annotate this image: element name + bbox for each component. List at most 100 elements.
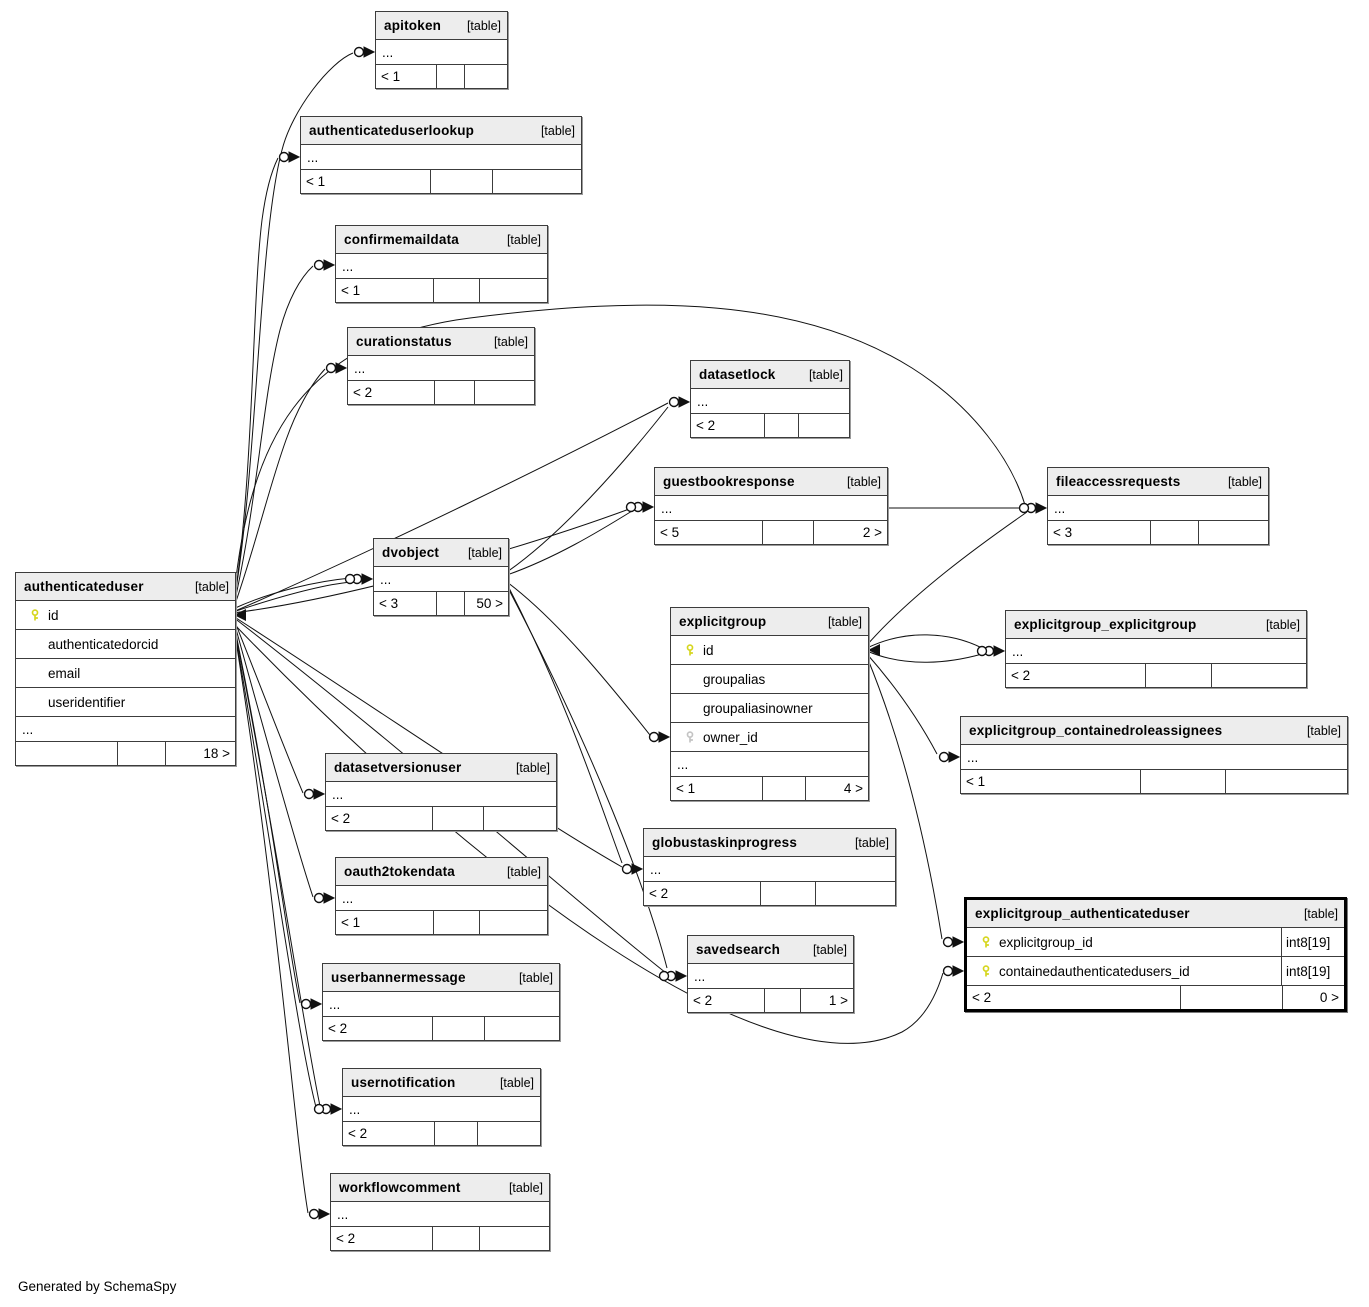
column-row: authenticatedorcid — [16, 629, 235, 658]
columns-ellipsis: ... — [336, 885, 547, 910]
table-globustaskinprogress[interactable]: globustaskinprogress[table] ... < 2 — [643, 828, 896, 906]
columns-ellipsis: ... — [644, 856, 895, 881]
columns-ellipsis: ... — [691, 388, 849, 413]
column-name: groupalias — [703, 671, 766, 687]
table-name[interactable]: globustaskinprogress — [652, 835, 798, 850]
table-header: authenticateduserlookup[table] — [301, 117, 581, 144]
table-footer: < 2 — [331, 1226, 549, 1250]
table-badge: [table] — [1303, 906, 1338, 921]
columns-ellipsis: ... — [326, 781, 556, 806]
table-name[interactable]: datasetlock — [699, 367, 776, 382]
table-name[interactable]: savedsearch — [696, 942, 781, 957]
table-explicitgroup-containedroleassignees[interactable]: explicitgroup_containedroleassignees [tab… — [960, 716, 1348, 794]
table-datasetlock[interactable]: datasetlock[table] ... < 2 — [690, 360, 850, 438]
table-header: apitoken [table] — [376, 12, 507, 39]
table-curationstatus[interactable]: curationstatus[table] ... < 2 — [347, 327, 535, 405]
table-header: dvobject [table] — [374, 539, 508, 566]
columns-ellipsis: ... — [961, 744, 1347, 769]
table-header: confirmemaildata[table] — [336, 226, 547, 253]
primary-key-icon — [677, 643, 703, 658]
column-name: email — [48, 665, 81, 681]
column-row: groupaliasinowner — [671, 693, 868, 722]
table-badge: [table] — [508, 1180, 543, 1195]
table-fileaccessrequests[interactable]: fileaccessrequests[table] ... < 3 — [1047, 467, 1269, 545]
table-confirmemaildata[interactable]: confirmemaildata[table] ... < 1 — [335, 225, 548, 303]
column-name: owner_id — [703, 729, 758, 745]
table-authenticateduserlookup[interactable]: authenticateduserlookup[table] ... < 1 — [300, 116, 582, 194]
table-name[interactable]: oauth2tokendata — [344, 864, 456, 879]
table-header: datasetlock[table] — [691, 361, 849, 388]
table-badge: [table] — [466, 18, 501, 33]
table-workflowcomment[interactable]: workflowcomment [table] ... < 2 — [330, 1173, 550, 1251]
table-footer: < 3 — [1048, 520, 1268, 544]
table-header: explicitgroup_authenticateduser [table] — [967, 900, 1344, 927]
table-header: workflowcomment [table] — [331, 1174, 549, 1201]
table-header: globustaskinprogress[table] — [644, 829, 895, 856]
columns-ellipsis: ... — [336, 253, 547, 278]
table-badge: [table] — [812, 942, 847, 957]
table-name[interactable]: apitoken — [384, 18, 442, 33]
table-name[interactable]: userbannermessage — [331, 970, 466, 985]
table-badge: [table] — [506, 864, 541, 879]
table-userbannermessage[interactable]: userbannermessage[table] ... < 2 — [322, 963, 560, 1041]
table-badge: [table] — [515, 760, 550, 775]
table-header: userbannermessage[table] — [323, 964, 559, 991]
column-row: id — [16, 600, 235, 629]
table-badge: [table] — [827, 614, 862, 629]
table-name[interactable]: confirmemaildata — [344, 232, 459, 247]
table-badge: [table] — [1306, 723, 1341, 738]
table-footer: < 2 — [343, 1121, 540, 1145]
table-header: guestbookresponse[table] — [655, 468, 887, 495]
table-footer: < 2 — [323, 1016, 559, 1040]
table-footer: < 2 — [691, 413, 849, 437]
column-name: id — [703, 642, 714, 658]
table-name[interactable]: explicitgroup_containedroleassignees — [969, 723, 1223, 738]
table-name[interactable]: curationstatus — [356, 334, 452, 349]
table-name[interactable]: datasetversionuser — [334, 760, 462, 775]
table-explicitgroup[interactable]: explicitgroup [table] id groupalias group… — [670, 607, 869, 801]
table-badge: [table] — [467, 545, 502, 560]
columns-ellipsis: ... — [323, 991, 559, 1016]
column-name: useridentifier — [48, 694, 126, 710]
table-badge: [table] — [499, 1075, 534, 1090]
column-row: useridentifier — [16, 687, 235, 716]
table-name[interactable]: explicitgroup_explicitgroup — [1014, 617, 1197, 632]
table-name[interactable]: fileaccessrequests — [1056, 474, 1181, 489]
columns-ellipsis: ... — [348, 355, 534, 380]
table-explicitgroup-explicitgroup[interactable]: explicitgroup_explicitgroup[table] ... <… — [1005, 610, 1307, 688]
columns-ellipsis: ... — [301, 144, 581, 169]
table-badge: [table] — [493, 334, 528, 349]
columns-ellipsis: ... — [331, 1201, 549, 1226]
table-footer: < 1 — [336, 278, 547, 302]
table-header: authenticateduser [table] — [16, 573, 235, 600]
table-usernotification[interactable]: usernotification[table] ... < 2 — [342, 1068, 541, 1146]
table-name[interactable]: guestbookresponse — [663, 474, 795, 489]
table-name[interactable]: authenticateduserlookup — [309, 123, 475, 138]
table-name[interactable]: workflowcomment — [339, 1180, 461, 1195]
columns-ellipsis: ... — [655, 495, 887, 520]
columns-ellipsis: ... — [16, 716, 235, 741]
table-authenticateduser[interactable]: authenticateduser [table] id authenticate… — [15, 572, 236, 766]
primary-key-icon — [22, 608, 48, 623]
columns-ellipsis: ... — [376, 39, 507, 64]
table-footer: < 1 — [376, 64, 507, 88]
table-name[interactable]: explicitgroup_authenticateduser — [975, 906, 1190, 921]
table-name[interactable]: authenticateduser — [24, 579, 144, 594]
table-name[interactable]: explicitgroup — [679, 614, 767, 629]
table-oauth2tokendata[interactable]: oauth2tokendata[table] ... < 1 — [335, 857, 548, 935]
table-apitoken[interactable]: apitoken [table] ... < 1 — [375, 11, 508, 89]
table-explicitgroup-authenticateduser[interactable]: explicitgroup_authenticateduser [table] e… — [964, 897, 1347, 1012]
table-name[interactable]: dvobject — [382, 545, 440, 560]
column-row: owner_id — [671, 722, 868, 751]
table-name[interactable]: usernotification — [351, 1075, 456, 1090]
table-datasetversionuser[interactable]: datasetversionuser[table] ... < 2 — [325, 753, 557, 831]
table-badge: [table] — [1265, 617, 1300, 632]
table-footer: 18 > — [16, 741, 235, 765]
table-badge: [table] — [194, 579, 229, 594]
table-header: curationstatus [table] — [348, 328, 534, 355]
